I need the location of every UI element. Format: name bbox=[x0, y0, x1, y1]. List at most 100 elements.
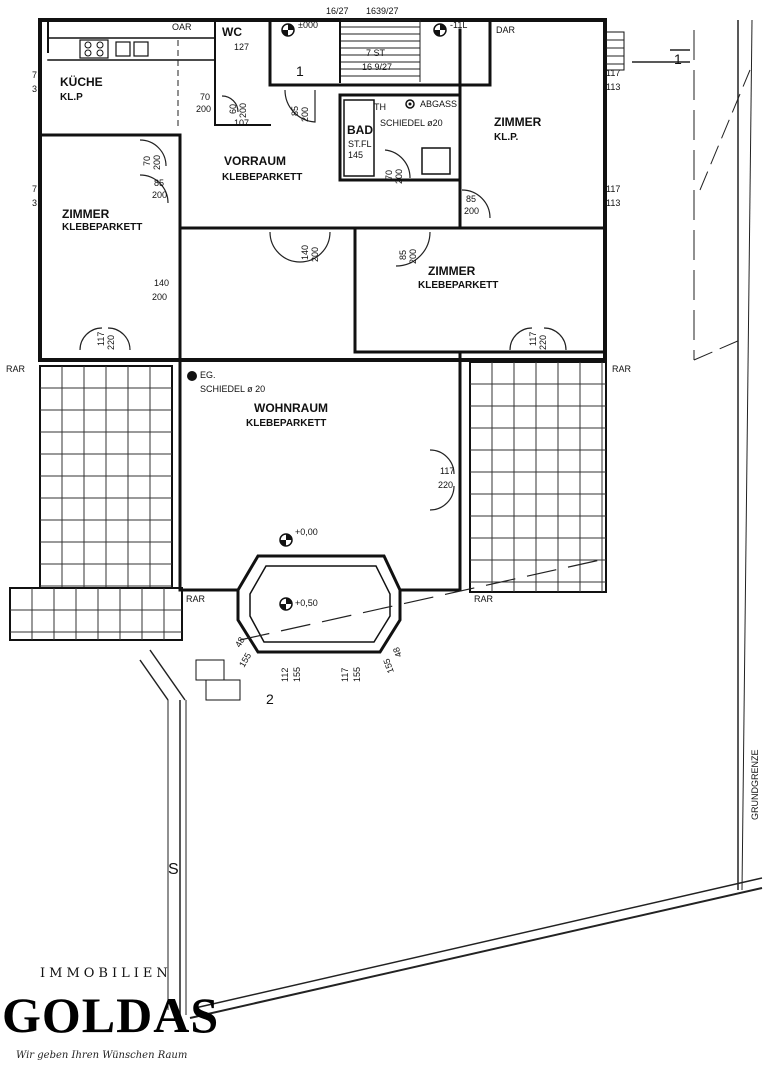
label-rar-right: RAR bbox=[612, 364, 632, 374]
room-kueche-name: KÜCHE bbox=[60, 74, 103, 89]
room-zimmer-right-floor: KL.P. bbox=[494, 132, 518, 143]
label-rar-bay-left: RAR bbox=[186, 594, 206, 604]
dim-117-220-b-top: 117 bbox=[528, 332, 538, 346]
room-kueche-floor: KL.P bbox=[60, 92, 83, 103]
logo-goldas: GOLDAS bbox=[2, 987, 220, 1043]
room-bad-name: BAD bbox=[347, 123, 373, 137]
bay-dim-117-155: 155 bbox=[352, 667, 362, 682]
room-zimmer-mid-floor: KLEBEPARKETT bbox=[418, 280, 498, 291]
dim-85-200-d-bottom: 200 bbox=[408, 249, 418, 264]
wc-dim: 127 bbox=[234, 42, 249, 52]
bay-window bbox=[236, 554, 402, 654]
dim-bad-145: 145 bbox=[348, 150, 363, 160]
label-rar-bay-right: RAR bbox=[474, 594, 494, 604]
logo-tagline: Wir geben Ihren Wünschen Raum bbox=[16, 1050, 188, 1061]
scale-label: 1 bbox=[674, 51, 682, 67]
label-schiedel-eg: SCHIEDEL ø 20 bbox=[200, 384, 265, 394]
dim-85-200-a-top: 85 bbox=[290, 106, 300, 116]
dim-117-220-c-bottom: 220 bbox=[438, 480, 453, 490]
side-7-3-a-bottom: 3 bbox=[32, 84, 37, 94]
dim-117-220-a-bottom: 220 bbox=[106, 335, 116, 350]
side-7-3-a-top: 7 bbox=[32, 70, 37, 80]
room-vorraum-name: VORRAUM bbox=[224, 154, 286, 168]
side-7-3-b-bottom: 3 bbox=[32, 198, 37, 208]
garden-path-line bbox=[239, 559, 601, 641]
dim-140-200-b-bottom: 200 bbox=[152, 292, 167, 302]
kitchen-counter bbox=[79, 39, 179, 130]
dim-117-113-b-bottom: 113 bbox=[606, 198, 620, 208]
terrace-left bbox=[39, 365, 173, 589]
bath-fixtures bbox=[343, 99, 451, 177]
label-num-2: 2 bbox=[266, 691, 274, 707]
label-dar-top-2: DAR bbox=[496, 25, 516, 35]
bay-dim-155-a: 155 bbox=[237, 651, 253, 669]
dim-117-113-b-top: 117 bbox=[606, 184, 620, 194]
room-wohnraum-floor: KLEBEPARKETT bbox=[246, 418, 326, 429]
stair-label-st: 7 ST bbox=[366, 48, 386, 58]
level-bay-text: +0,50 bbox=[295, 598, 318, 608]
dim-70-200-b-bottom: 200 bbox=[152, 155, 162, 170]
dim-117-113-a-top: 117 bbox=[606, 68, 620, 78]
room-vorraum-floor: KLEBEPARKETT bbox=[222, 172, 302, 183]
terrace-right bbox=[469, 361, 607, 593]
bay-dim-48-a: 48 bbox=[233, 635, 247, 649]
label-abgass: ABGASS bbox=[420, 99, 457, 109]
bay-dim-117: 117 bbox=[340, 668, 350, 682]
dim-85-200-c-bottom: 200 bbox=[464, 206, 479, 216]
dim-85-200-a-bottom: 200 bbox=[300, 107, 310, 122]
dim-117-220-b-bottom: 220 bbox=[538, 335, 548, 350]
dim-70-200-b-top: 70 bbox=[142, 156, 152, 166]
bay-dim-155-b: 155 bbox=[381, 657, 396, 675]
dim-60-200-top: 60 bbox=[228, 104, 238, 114]
label-eg: EG. bbox=[200, 370, 216, 380]
entry-steps bbox=[195, 659, 241, 701]
plot-boundary bbox=[139, 19, 763, 1019]
scale-marker: 1 bbox=[605, 31, 690, 71]
dim-70-200-bad-top: 70 bbox=[384, 170, 394, 180]
door-dimensions: 85 200 70 200 60 200 70 200 85 200 70 20… bbox=[32, 68, 620, 682]
staircase bbox=[339, 19, 421, 83]
level-marker-top bbox=[281, 23, 295, 37]
chimney-eg bbox=[187, 371, 197, 381]
dim-140-200-b-top: 140 bbox=[154, 278, 169, 288]
room-zimmer-left-name: ZIMMER bbox=[62, 207, 110, 221]
room-wc-name: WC bbox=[222, 25, 242, 39]
level-marker-top-right bbox=[433, 23, 447, 37]
door-swings bbox=[79, 89, 567, 511]
building-walls bbox=[38, 18, 607, 592]
level-top-right-text: -11L bbox=[450, 20, 467, 30]
room-wohnraum-name: WOHNRAUM bbox=[254, 401, 328, 415]
logo-immobilien: IMMOBILIEN bbox=[40, 966, 172, 981]
room-bad-floor: ST.FL bbox=[348, 139, 372, 149]
dim-70-200-bad-bottom: 200 bbox=[394, 169, 404, 184]
label-dar-top: OAR bbox=[172, 22, 192, 32]
level-top-text: ±000 bbox=[298, 20, 318, 30]
stair-label-st-2: 16 9/27 bbox=[362, 62, 392, 72]
stair-label-top-2: 1639/27 bbox=[366, 6, 399, 16]
terrace-left-lower bbox=[9, 587, 183, 641]
dim-140-200-a-top: 140 bbox=[300, 245, 310, 260]
label-rar-left: RAR bbox=[6, 364, 26, 374]
bay-dim-48-b: 48 bbox=[391, 646, 404, 659]
dim-140-200-a-bottom: 200 bbox=[310, 247, 320, 262]
label-schiedel-bad: SCHIEDEL ø20 bbox=[380, 118, 443, 128]
level-wohn-text: +0,00 bbox=[295, 527, 318, 537]
dim-117-220-c-top: 117 bbox=[440, 466, 454, 476]
level-marker-bay bbox=[279, 597, 293, 611]
level-markers bbox=[187, 23, 447, 611]
label-num-1: 1 bbox=[296, 63, 304, 79]
bay-dim-112: 112 bbox=[280, 668, 290, 682]
label-s: S bbox=[168, 861, 179, 878]
bay-dim-112-155: 155 bbox=[292, 667, 302, 682]
stair-label-top: 16/27 bbox=[326, 6, 349, 16]
dim-85-200-d-top: 85 bbox=[398, 250, 408, 260]
dim-70-200-a-bottom: 200 bbox=[196, 104, 211, 114]
dim-85-200-c-top: 85 bbox=[466, 194, 476, 204]
label-grundgrenze: GRUNDGRENZE bbox=[750, 749, 760, 820]
dim-70-200-a-top: 70 bbox=[200, 92, 210, 102]
dim-117-220-a-top: 117 bbox=[96, 332, 106, 346]
dim-117-113-a-bottom: 113 bbox=[606, 82, 620, 92]
wc-dim-2: 107 bbox=[234, 118, 249, 128]
level-marker-wohnraum bbox=[279, 533, 293, 547]
